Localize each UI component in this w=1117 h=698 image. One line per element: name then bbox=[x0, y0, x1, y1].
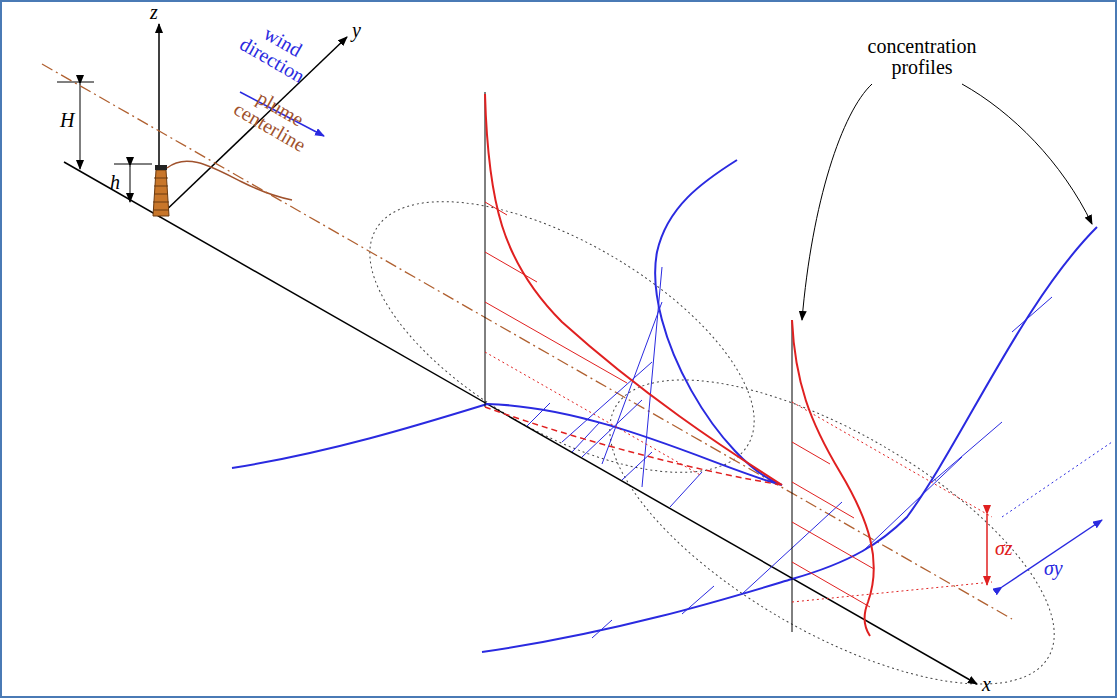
axis-label: y bbox=[352, 20, 361, 41]
axis-label: x bbox=[982, 674, 991, 695]
axis-label: z bbox=[150, 2, 158, 23]
sigma-label: σz bbox=[995, 538, 1013, 559]
dimension-label: H bbox=[60, 110, 74, 131]
callout-label: concentration profiles bbox=[857, 36, 987, 78]
sigma-label: σy bbox=[1044, 558, 1063, 579]
wind-label: wind direction bbox=[226, 9, 329, 93]
centerline-label: plume centerline bbox=[217, 72, 333, 163]
dimension-label: h bbox=[110, 172, 120, 193]
